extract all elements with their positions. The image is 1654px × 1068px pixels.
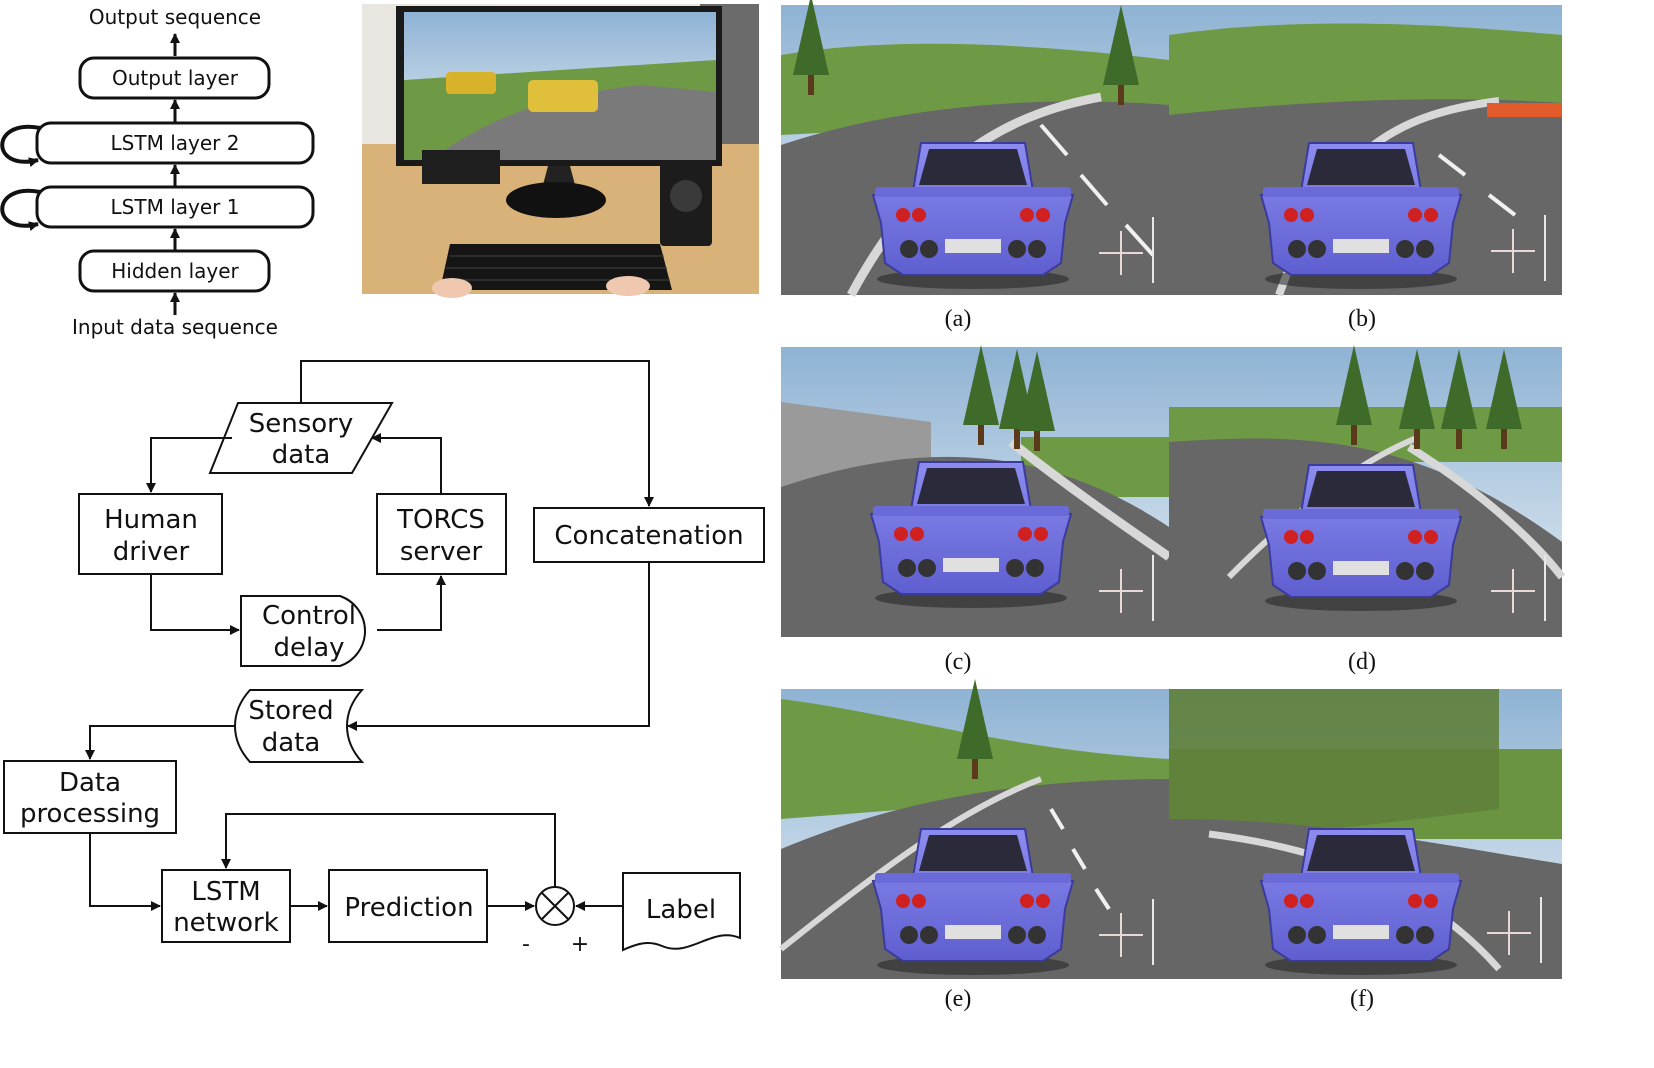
data-processing-line1: Data [59, 768, 121, 798]
comparator-symbol [535, 886, 575, 926]
screenshot-f [1169, 689, 1562, 979]
lstm-network-box [161, 869, 291, 943]
caption-c: (c) [945, 649, 972, 675]
caption-b: (b) [1348, 306, 1376, 332]
screenshot-e [779, 679, 1169, 979]
sensory-data-line2: data [272, 440, 331, 470]
input-sequence-label: Input data sequence [72, 315, 278, 339]
flowchart: Sensory data Human driver TORCS server C… [3, 360, 765, 957]
lstm-layer-2-box [35, 121, 315, 165]
edge-dataprocessing-lstm [89, 833, 161, 911]
data-processing-line2: processing [20, 799, 160, 829]
edge-human-control [150, 574, 240, 635]
sensory-data-shape [208, 402, 394, 474]
lstm-stack-diagram: Output sequence Output layer LSTM layer … [0, 5, 315, 339]
screenshot-b [1169, 5, 1562, 297]
hidden-layer-box [78, 249, 271, 293]
human-driver-line2: driver [113, 537, 190, 567]
output-sequence-label: Output sequence [89, 5, 261, 29]
torcs-server-box [376, 493, 507, 575]
edge-torcs-sensory [371, 433, 442, 494]
edge-sensory-concatenation [300, 360, 654, 507]
screenshot-a [781, 0, 1169, 298]
concatenation-label: Concatenation [554, 521, 743, 551]
screenshot-c [781, 345, 1172, 637]
edge-stored-dataprocessing [85, 725, 236, 760]
stored-data-line2: data [262, 728, 321, 758]
minus-sign: - [522, 932, 530, 957]
screenshot-d [1169, 345, 1566, 637]
caption-d: (d) [1348, 649, 1376, 675]
human-driver-line1: Human [104, 505, 198, 535]
output-layer-box [78, 56, 271, 100]
edge-sensory-human [146, 437, 232, 493]
stored-data-line1: Stored [248, 696, 333, 726]
output-layer-label: Output layer [112, 66, 239, 90]
torcs-screenshot-grid: (a) (b) (c) (d) (e) (f) [779, 0, 1566, 1012]
lstm-layer-2-label: LSTM layer 2 [111, 131, 240, 155]
caption-e: (e) [945, 986, 972, 1012]
control-delay-line2: delay [273, 633, 344, 663]
setup-photo [362, 4, 759, 298]
torcs-server-line1: TORCS [396, 505, 485, 535]
lstm-network-line1: LSTM [191, 877, 260, 907]
sensory-data-line1: Sensory [249, 409, 354, 439]
plus-sign: + [571, 932, 589, 957]
control-delay-line1: Control [262, 601, 356, 631]
label-text: Label [646, 895, 716, 925]
control-delay-shape [240, 595, 366, 667]
lstm-network-line2: network [173, 908, 279, 938]
edge-control-torcs [377, 575, 446, 631]
hidden-layer-label: Hidden layer [111, 259, 239, 283]
torcs-server-line2: server [400, 537, 483, 567]
caption-f: (f) [1350, 986, 1374, 1012]
prediction-label: Prediction [344, 893, 473, 923]
data-processing-box [3, 760, 177, 834]
caption-a: (a) [945, 306, 972, 332]
edge-concatenation-stored [347, 562, 650, 731]
lstm-layer-1-box [35, 185, 315, 229]
prediction-box [328, 869, 488, 943]
edge-comparator-lstm [221, 813, 556, 887]
stored-data-shape [234, 689, 365, 763]
concatenation-box [533, 507, 765, 563]
recurrent-loop-1 [0, 188, 41, 232]
recurrent-loop-2 [0, 124, 41, 168]
lstm-layer-1-label: LSTM layer 1 [111, 195, 240, 219]
label-shape [622, 872, 741, 952]
